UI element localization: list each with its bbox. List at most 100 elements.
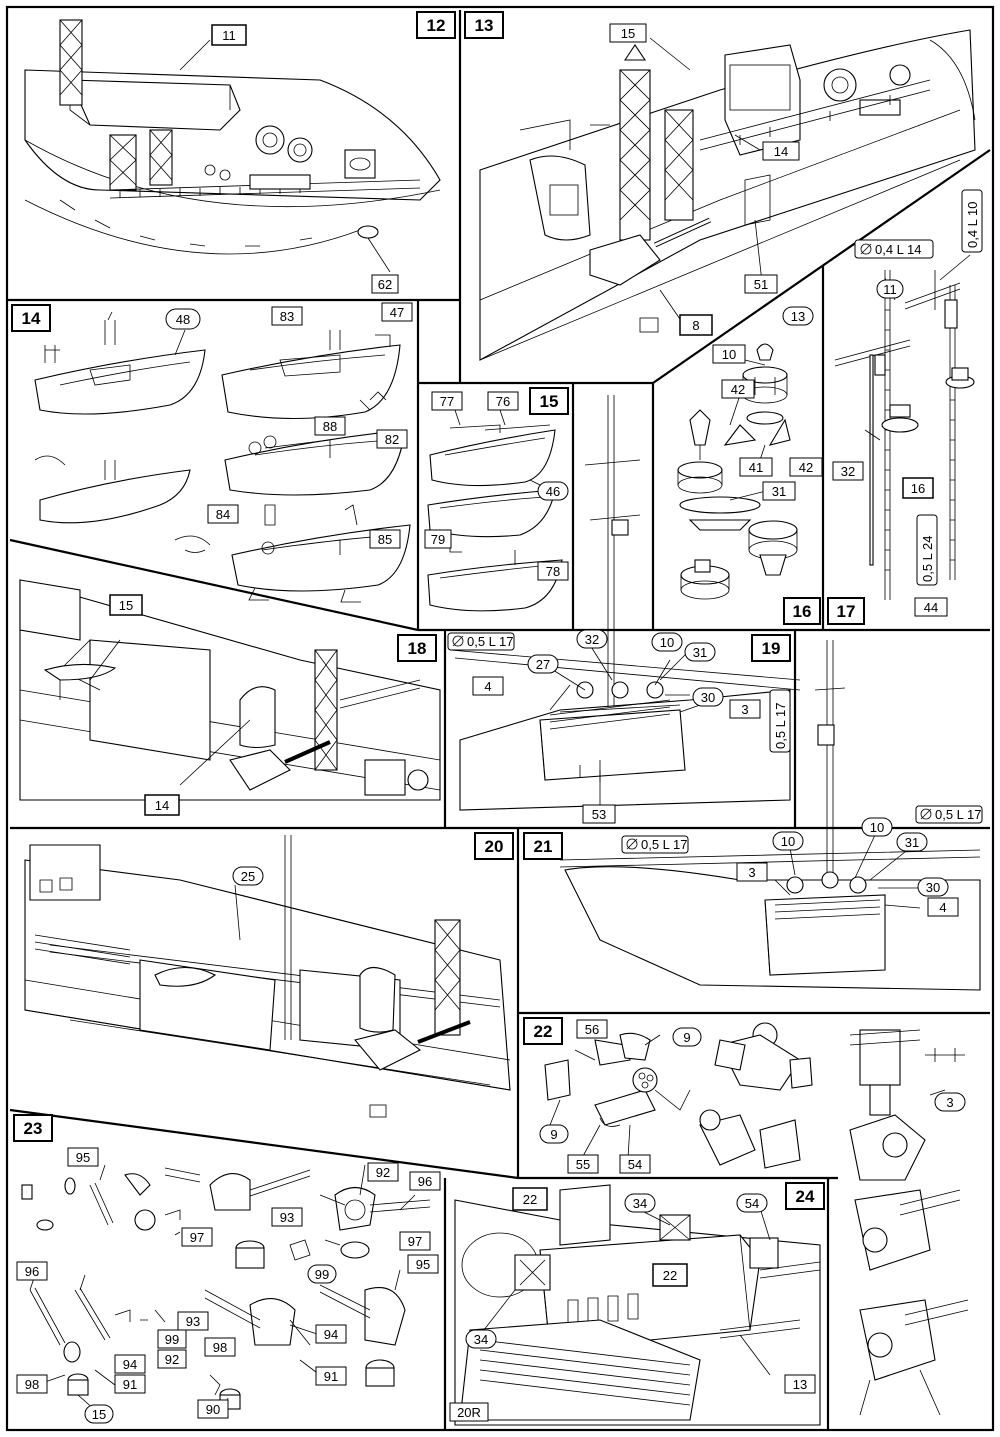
svg-text:13: 13: [475, 16, 494, 35]
part-label-53: 53: [582, 804, 616, 824]
svg-text:31: 31: [772, 484, 786, 499]
svg-text:54: 54: [745, 1196, 759, 1211]
aa-mount-top: [659, 1214, 691, 1241]
part-label-32-p19: 32: [576, 629, 608, 649]
svg-text:0,4 L 10: 0,4 L 10: [965, 201, 980, 248]
svg-text:14: 14: [22, 309, 41, 328]
svg-text:44: 44: [924, 600, 938, 615]
part-label-99a: 99: [307, 1264, 337, 1284]
part-label-14: 14: [762, 141, 800, 161]
part-label-10: 10: [712, 344, 746, 364]
twin-aa-gun-c: [319, 1284, 406, 1387]
part-label-31: 31: [762, 481, 796, 501]
part-label-51: 51: [744, 274, 778, 294]
svg-text:14: 14: [774, 144, 788, 159]
svg-text:46: 46: [546, 484, 560, 499]
part-label-10-p19: 10: [651, 632, 683, 652]
twin-aa-gun-a: [334, 1186, 431, 1259]
motor-launch-a: [34, 311, 206, 415]
part-label-96b: 96: [16, 1261, 48, 1281]
panel-24-drawing: 22 34 54 22 34 13 20R: [449, 1184, 821, 1426]
part-label-54-p24: 54: [736, 1193, 768, 1213]
svg-text:51: 51: [754, 277, 768, 292]
svg-text:96: 96: [25, 1264, 39, 1279]
step-number-24: 24: [785, 1182, 825, 1210]
rod-label-p19-a: 0,5 L 17: [447, 632, 515, 651]
part-label-85: 85: [369, 529, 401, 549]
part-label-3-p22: 3: [934, 1092, 966, 1112]
part-label-13: 13: [782, 306, 814, 326]
part-label-10-p21a: 10: [772, 831, 804, 851]
part-label-54: 54: [619, 1154, 651, 1174]
part-label-76: 76: [487, 391, 519, 411]
svg-text:47: 47: [390, 305, 404, 320]
svg-text:15: 15: [621, 26, 635, 41]
rod-label-p21-b: 0,5 L 17: [915, 805, 983, 824]
aa-gun-assembly-c: [849, 1029, 921, 1116]
part-label-78: 78: [537, 561, 569, 581]
svg-text:0,5 L 24: 0,5 L 24: [920, 535, 935, 582]
part-label-22b: 22: [652, 1263, 688, 1287]
crane-tower-18: [314, 649, 338, 771]
part-label-3-p21: 3: [736, 862, 768, 882]
svg-text:32: 32: [585, 632, 599, 647]
rod-label-0-5-L24: 0,5 L 24: [916, 514, 938, 586]
part-label-11: 11: [211, 24, 247, 46]
svg-text:84: 84: [216, 507, 230, 522]
svg-text:27: 27: [536, 657, 550, 672]
panel-grid: [5, 5, 995, 1432]
panel-12-drawing: 11 62: [24, 19, 441, 294]
part-label-16: 16: [902, 477, 934, 499]
part-label-92b: 92: [157, 1349, 187, 1369]
svg-text:16: 16: [911, 481, 925, 496]
svg-text:96: 96: [418, 1174, 432, 1189]
svg-text:79: 79: [431, 532, 445, 547]
svg-text:83: 83: [280, 309, 294, 324]
svg-text:97: 97: [190, 1230, 204, 1245]
part-label-4-p21: 4: [927, 897, 959, 917]
svg-text:98: 98: [25, 1377, 39, 1392]
svg-text:15: 15: [540, 392, 559, 411]
svg-text:94: 94: [324, 1327, 338, 1342]
svg-text:22: 22: [523, 1192, 537, 1207]
svg-text:34: 34: [633, 1196, 647, 1211]
svg-text:3: 3: [748, 865, 755, 880]
svg-text:0,4 L 14: 0,4 L 14: [875, 242, 922, 257]
part-label-62: 62: [371, 274, 399, 294]
motor-launch-d: [231, 524, 411, 603]
part-label-83: 83: [271, 306, 303, 326]
svg-text:93: 93: [280, 1210, 294, 1225]
svg-text:0,5 L 17: 0,5 L 17: [467, 634, 514, 649]
svg-text:22: 22: [663, 1268, 677, 1283]
part-label-41: 41: [739, 457, 773, 477]
svg-text:12: 12: [427, 16, 446, 35]
rod-label-0-4-L10: 0,4 L 10: [961, 189, 983, 253]
svg-text:93: 93: [186, 1314, 200, 1329]
svg-text:0,5 L 17: 0,5 L 17: [641, 837, 688, 852]
svg-text:20: 20: [485, 837, 504, 856]
svg-text:91: 91: [324, 1369, 338, 1384]
svg-text:31: 31: [905, 835, 919, 850]
panel-18-drawing: 15 14: [19, 579, 441, 816]
launch-13: [519, 119, 610, 241]
svg-text:34: 34: [474, 1332, 488, 1347]
crane-tower-12: [59, 19, 173, 191]
svg-text:25: 25: [241, 869, 255, 884]
crows-nest-b: [677, 409, 761, 531]
crows-nest-a: [742, 343, 788, 425]
part-label-3-p19: 3: [729, 699, 761, 719]
part-label-25: 25: [232, 866, 264, 886]
svg-text:3: 3: [946, 1095, 953, 1110]
rod-label-p19-b: 0,5 L 17: [769, 689, 791, 753]
part-label-22a: 22: [512, 1187, 548, 1211]
step-number-21: 21: [523, 832, 563, 860]
svg-text:16: 16: [793, 602, 812, 621]
part-label-98a: 98: [204, 1337, 236, 1357]
svg-text:15: 15: [119, 598, 133, 613]
svg-text:0,5 L 17: 0,5 L 17: [773, 702, 788, 749]
svg-text:42: 42: [731, 382, 745, 397]
part-label-31-p21: 31: [896, 832, 928, 852]
svg-text:91: 91: [123, 1377, 137, 1392]
part-label-34a: 34: [624, 1193, 656, 1213]
